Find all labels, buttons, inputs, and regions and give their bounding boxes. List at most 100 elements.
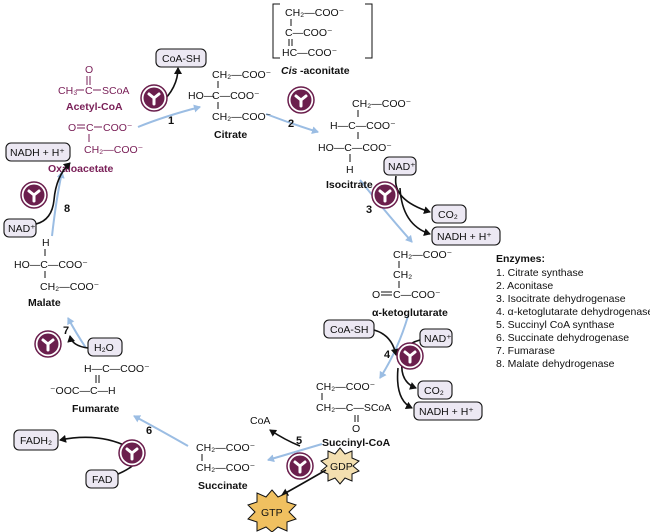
svg-text:4: 4: [384, 349, 391, 361]
enzyme-icon-2: [286, 85, 316, 115]
svg-text:CO₂: CO₂: [424, 385, 444, 397]
enzyme-item: 7. Fumarase: [496, 345, 555, 357]
enzyme-item: 1. Citrate synthase: [496, 267, 584, 279]
svg-text:C—COO⁻: C—COO⁻: [393, 289, 441, 301]
svg-text:O: O: [85, 64, 93, 76]
svg-text:HC—COO⁻: HC—COO⁻: [282, 47, 338, 59]
oxaloacetate: O C COO⁻ CH₂—COO⁻ Oxaloacetate: [48, 122, 144, 175]
h2o-box-7: [87, 337, 123, 357]
cycle-arrow-3: [359, 179, 413, 243]
svg-text:CH₂—COO⁻: CH₂—COO⁻: [352, 98, 412, 110]
nadh-arrow-4: [396, 367, 413, 410]
svg-text:HO—: HO—: [188, 90, 215, 102]
svg-text:6: 6: [146, 425, 152, 437]
fad-box-6: [85, 469, 119, 489]
succinate-label: Succinate: [198, 480, 248, 492]
coa-sh-box-1: [155, 48, 207, 68]
svg-text:NADH + H⁺: NADH + H⁺: [437, 231, 492, 243]
svg-text:C: C: [86, 122, 94, 134]
svg-text:NAD⁺: NAD⁺: [388, 161, 416, 173]
svg-text:CoA-SH: CoA-SH: [330, 324, 369, 336]
enzyme-icon-6: [117, 438, 147, 468]
enzyme-icon-1: [139, 83, 169, 113]
svg-text:NADH + H⁺: NADH + H⁺: [10, 147, 65, 159]
svg-text:O: O: [352, 423, 360, 435]
svg-text:C—COO⁻: C—COO⁻: [212, 90, 260, 102]
nad-box-4: [419, 328, 453, 348]
svg-text:⁻OOC—C—H: ⁻OOC—C—H: [50, 385, 116, 397]
isocitrate: CH₂—COO⁻ H—C—COO⁻ HO—C—COO⁻ H Isocitrate: [318, 98, 412, 191]
enzyme-item: 3. Isocitrate dehydrogenase: [496, 293, 626, 305]
citrate: CH₂—COO⁻ HO— C—COO⁻ CH₂—COO⁻ Citrate: [188, 69, 272, 141]
malate-label: Malate: [28, 297, 61, 309]
svg-text:CH₂—COO⁻: CH₂—COO⁻: [285, 7, 345, 19]
enzyme-item: 6. Succinate dehydrogenase: [496, 332, 629, 344]
nadh-box-3: [431, 226, 501, 246]
coa-sh-box-4: [323, 319, 375, 339]
nadh-arrow-3: [399, 187, 431, 236]
acetyl-coa: O CH₃ C SCoA Acetyl-CoA: [58, 64, 129, 113]
svg-text:H₂O: H₂O: [94, 342, 114, 354]
svg-text:Cis: Cis: [281, 65, 298, 77]
svg-text:HO—C—COO⁻: HO—C—COO⁻: [318, 142, 392, 154]
svg-text:CH₂—COO⁻: CH₂—COO⁻: [84, 144, 144, 156]
svg-text:CH₂—COO⁻: CH₂—COO⁻: [40, 281, 100, 293]
svg-text:COO⁻: COO⁻: [103, 122, 133, 134]
gtp-arrow-5: [281, 469, 327, 496]
svg-text:CH₂—COO⁻: CH₂—COO⁻: [393, 249, 453, 261]
h2o-arrow-7: [67, 335, 89, 349]
enzyme-legend-title: Enzymes:: [496, 253, 545, 265]
fadh2-box-6: [13, 429, 59, 451]
succinyl-coa-label: Succinyl-CoA: [322, 437, 391, 449]
isocitrate-label: Isocitrate: [326, 179, 373, 191]
svg-text:O: O: [68, 122, 76, 134]
svg-text:CoA-SH: CoA-SH: [162, 53, 201, 65]
malate: H HO—C—COO⁻ CH₂—COO⁻ Malate: [14, 237, 100, 309]
succinate: CH₂—COO⁻ CH₂—COO⁻ Succinate: [196, 442, 256, 492]
nadh-box-4: [413, 401, 483, 421]
enzyme-icon-3: [370, 180, 400, 210]
svg-text:H—C—COO⁻: H—C—COO⁻: [84, 363, 150, 375]
alpha-ketoglutarate: CH₂—COO⁻ CH₂ O C—COO⁻ α-ketoglutarate: [372, 249, 453, 319]
svg-text:CH₂—C—SCoA: CH₂—C—SCoA: [316, 402, 391, 414]
citrate-label: Citrate: [214, 129, 247, 141]
enzyme-item: 8. Malate dehydrogenase: [496, 358, 615, 370]
enzyme-icon-8: [19, 180, 49, 210]
svg-text:CH₂—COO⁻: CH₂—COO⁻: [212, 111, 272, 123]
co2-box-3: [431, 204, 467, 224]
svg-text:H—C—COO⁻: H—C—COO⁻: [330, 120, 396, 132]
svg-text:H: H: [346, 164, 354, 176]
acetyl-coa-label: Acetyl-CoA: [66, 101, 123, 113]
svg-text:CH₃: CH₃: [58, 85, 77, 97]
svg-text:GTP: GTP: [261, 507, 283, 519]
nad-arrow-8: [35, 162, 71, 225]
cycle-arrow-1: [137, 104, 201, 128]
svg-text:NAD⁺: NAD⁺: [8, 223, 36, 235]
enzyme-item: 5. Succinyl CoA synthase: [496, 319, 615, 331]
nad-arrow-3: [394, 175, 431, 215]
nad-box-8: [3, 218, 37, 238]
enzyme-legend: Enzymes: 1. Citrate synthase 2. Aconitas…: [496, 253, 650, 370]
svg-text:NAD⁺: NAD⁺: [424, 333, 452, 345]
svg-text:2: 2: [288, 118, 294, 130]
gtp-burst: GTP: [247, 489, 297, 532]
enzyme-icon-7: [33, 329, 63, 359]
alpha-ketoglutarate-label: α-ketoglutarate: [372, 307, 448, 319]
enzyme-icon-4: [395, 341, 425, 371]
svg-text:-aconitate: -aconitate: [300, 65, 350, 77]
svg-text:FAD: FAD: [92, 474, 113, 486]
svg-text:O: O: [372, 289, 380, 301]
enzyme-icon-5: [285, 451, 315, 481]
svg-text:SCoA: SCoA: [102, 85, 129, 97]
svg-text:C—COO⁻: C—COO⁻: [285, 27, 333, 39]
svg-text:CH₂—COO⁻: CH₂—COO⁻: [316, 381, 376, 393]
nadh-box-8: [5, 142, 71, 162]
fumarate-label: Fumarate: [72, 403, 119, 415]
oxaloacetate-label: Oxaloacetate: [48, 163, 114, 175]
gdp-burst: GDP: [320, 447, 360, 485]
svg-text:7: 7: [63, 325, 69, 337]
coa-arrow-5: [269, 429, 301, 447]
svg-text:CO₂: CO₂: [438, 209, 458, 221]
